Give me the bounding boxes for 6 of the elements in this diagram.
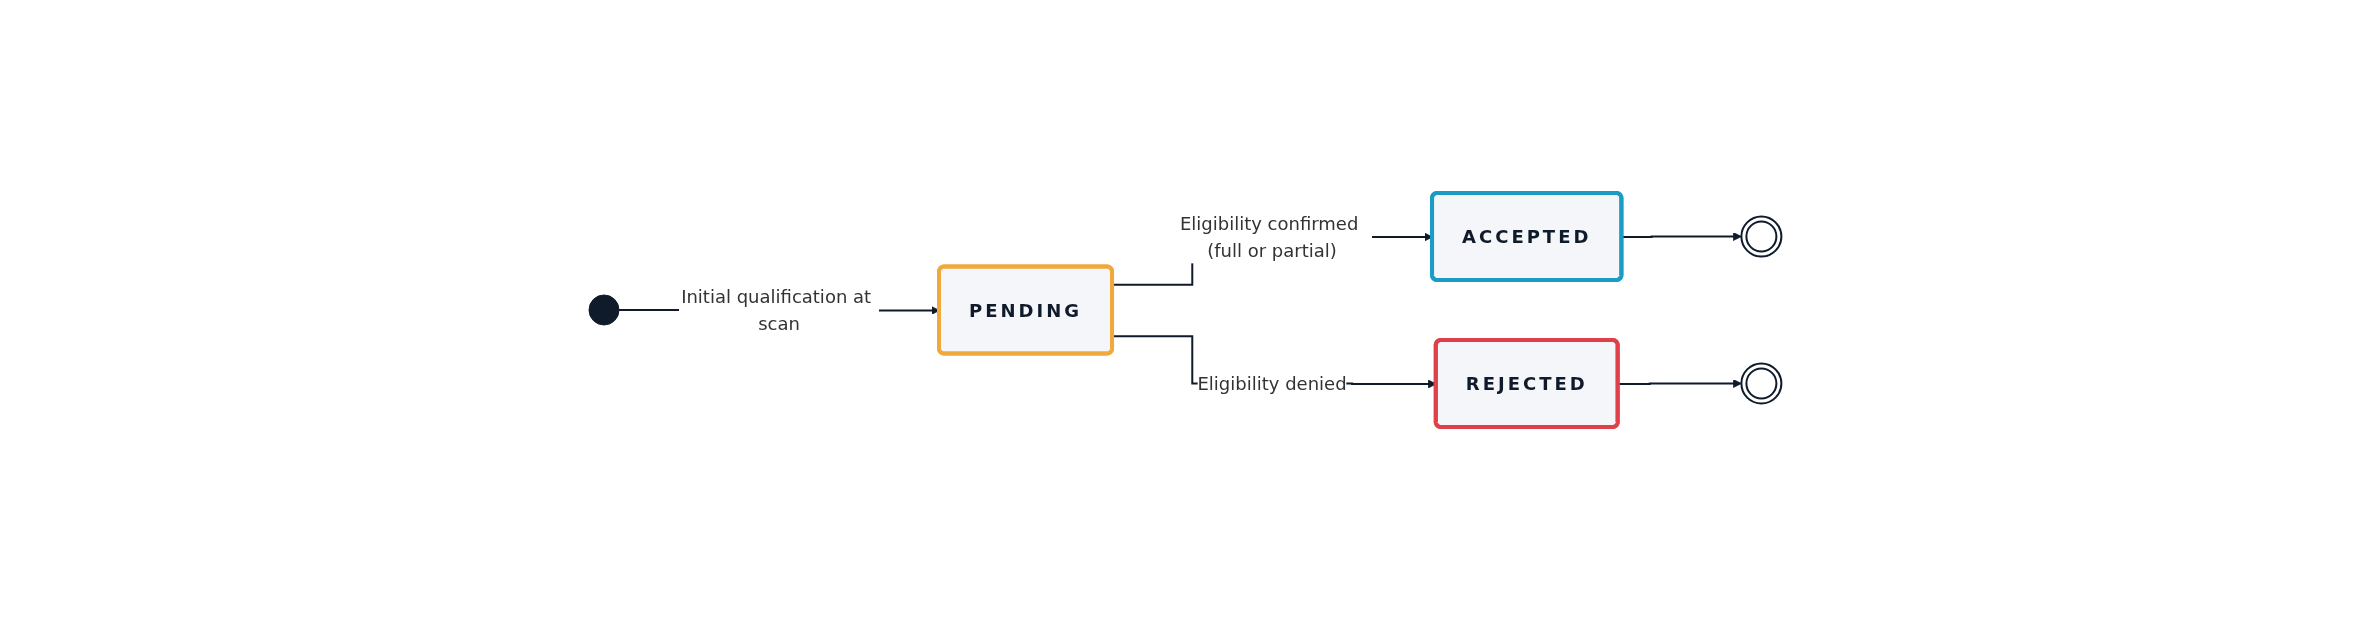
node-double-circle [1740,215,1783,257]
edge-label: Eligibility denied [1197,372,1347,394]
edge-label: Initial qualification at scan [680,285,871,334]
node-double-circle [1740,362,1783,404]
edge-label: Eligibility confirmed (full or partial) [1179,212,1359,260]
node-circle [588,294,620,325]
